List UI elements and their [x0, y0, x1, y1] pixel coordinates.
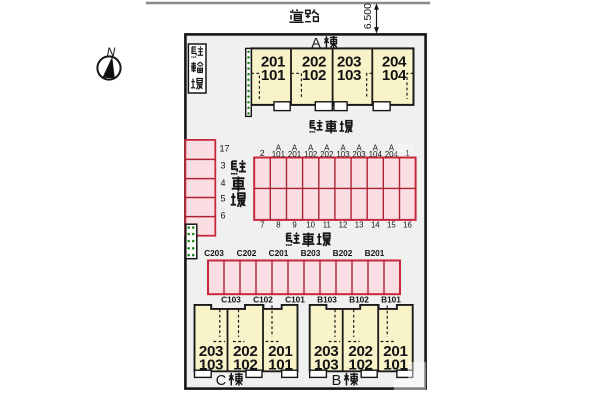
svg-text:203: 203 — [199, 343, 223, 360]
svg-text:C202: C202 — [237, 248, 257, 258]
svg-text:103: 103 — [336, 150, 350, 159]
svg-text:204: 204 — [385, 150, 399, 159]
svg-text:201: 201 — [268, 343, 293, 360]
svg-text:A: A — [292, 143, 298, 152]
svg-text:101: 101 — [268, 356, 293, 373]
svg-text:103: 103 — [199, 356, 223, 373]
svg-text:201: 201 — [288, 150, 302, 159]
svg-text:201: 201 — [261, 54, 286, 71]
svg-text:14: 14 — [371, 221, 380, 230]
svg-text:102: 102 — [304, 150, 318, 159]
svg-text:103: 103 — [337, 67, 361, 84]
svg-text:3: 3 — [221, 161, 226, 171]
svg-text:6.500: 6.500 — [362, 3, 374, 29]
svg-text:101: 101 — [261, 67, 286, 84]
svg-text:C103: C103 — [221, 295, 241, 305]
svg-text:B: B — [332, 373, 342, 389]
svg-text:A: A — [308, 143, 314, 152]
svg-text:104: 104 — [382, 67, 407, 84]
svg-text:B101: B101 — [381, 295, 401, 305]
svg-text:A: A — [373, 143, 379, 152]
svg-text:C102: C102 — [253, 295, 273, 305]
svg-text:B201: B201 — [365, 248, 385, 258]
svg-text:B103: B103 — [317, 295, 337, 305]
svg-text:10: 10 — [306, 221, 315, 230]
svg-text:203: 203 — [352, 150, 366, 159]
svg-text:203: 203 — [337, 54, 361, 71]
svg-text:16: 16 — [403, 221, 412, 230]
svg-text:C201: C201 — [269, 248, 289, 258]
svg-text:202: 202 — [302, 54, 326, 71]
svg-text:B102: B102 — [349, 295, 369, 305]
svg-text:C: C — [216, 373, 226, 389]
svg-text:C203: C203 — [204, 248, 224, 258]
svg-text:A: A — [389, 143, 395, 152]
svg-text:7: 7 — [260, 221, 264, 230]
svg-text:N: N — [107, 45, 116, 59]
svg-text:202: 202 — [320, 150, 334, 159]
svg-text:102: 102 — [233, 356, 257, 373]
svg-text:13: 13 — [355, 221, 364, 230]
svg-text:101: 101 — [272, 150, 286, 159]
svg-text:A: A — [276, 143, 282, 152]
svg-text:201: 201 — [383, 343, 408, 360]
svg-text:203: 203 — [314, 343, 338, 360]
svg-text:C101: C101 — [285, 295, 305, 305]
svg-text:11: 11 — [323, 221, 331, 230]
svg-text:204: 204 — [382, 54, 407, 71]
svg-text:6: 6 — [221, 211, 226, 221]
svg-text:A: A — [356, 143, 362, 152]
svg-text:102: 102 — [348, 356, 372, 373]
svg-text:A: A — [311, 35, 321, 51]
svg-text:12: 12 — [339, 221, 348, 230]
svg-text:102: 102 — [302, 67, 326, 84]
svg-text:104: 104 — [369, 150, 383, 159]
svg-text:A: A — [340, 143, 346, 152]
svg-text:B202: B202 — [333, 248, 353, 258]
svg-text:202: 202 — [348, 343, 372, 360]
svg-text:202: 202 — [233, 343, 257, 360]
svg-text:9: 9 — [292, 221, 296, 230]
svg-text:103: 103 — [314, 356, 338, 373]
svg-text:4: 4 — [221, 178, 226, 188]
svg-text:1: 1 — [405, 148, 410, 158]
svg-text:A: A — [324, 143, 330, 152]
svg-text:17: 17 — [220, 144, 230, 154]
svg-text:101: 101 — [383, 356, 408, 373]
svg-text:8: 8 — [276, 221, 280, 230]
svg-text:5: 5 — [221, 194, 226, 204]
svg-text:B203: B203 — [301, 248, 321, 258]
svg-text:2: 2 — [260, 148, 265, 158]
svg-text:15: 15 — [387, 221, 396, 230]
